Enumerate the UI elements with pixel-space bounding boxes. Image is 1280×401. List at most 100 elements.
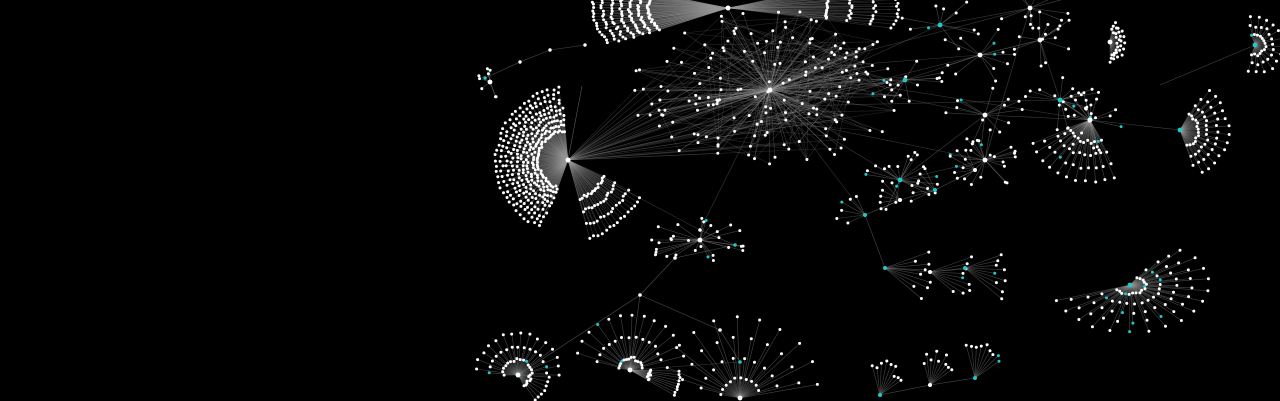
graph-node[interactable] xyxy=(619,2,623,6)
graph-node[interactable] xyxy=(927,193,931,196)
graph-node[interactable] xyxy=(677,149,681,153)
graph-node[interactable] xyxy=(586,192,590,196)
graph-node[interactable] xyxy=(1000,297,1004,301)
graph-node[interactable] xyxy=(835,217,839,220)
graph-node[interactable] xyxy=(711,51,715,55)
highlighted-graph-node[interactable] xyxy=(704,219,708,222)
graph-node[interactable] xyxy=(927,262,931,266)
highlighted-graph-node[interactable] xyxy=(927,26,930,30)
graph-node[interactable] xyxy=(1064,107,1068,111)
graph-node[interactable] xyxy=(522,117,526,121)
graph-node[interactable] xyxy=(1271,48,1275,51)
graph-node[interactable] xyxy=(528,379,532,383)
graph-node[interactable] xyxy=(918,172,922,176)
graph-node[interactable] xyxy=(494,164,498,168)
graph-node[interactable] xyxy=(731,356,735,360)
graph-node[interactable] xyxy=(1071,142,1075,146)
graph-node[interactable] xyxy=(512,359,516,363)
graph-node[interactable] xyxy=(1262,48,1266,52)
graph-node[interactable] xyxy=(1257,15,1261,19)
graph-node[interactable] xyxy=(549,189,553,192)
graph-node[interactable] xyxy=(533,205,537,209)
graph-node[interactable] xyxy=(833,118,837,122)
graph-node[interactable] xyxy=(904,75,908,79)
graph-node[interactable] xyxy=(866,72,870,76)
graph-node[interactable] xyxy=(1157,287,1161,291)
graph-node[interactable] xyxy=(767,80,771,84)
graph-node[interactable] xyxy=(961,291,965,295)
graph-node[interactable] xyxy=(1056,171,1060,175)
graph-node[interactable] xyxy=(543,197,547,201)
graph-node[interactable] xyxy=(1066,114,1070,118)
graph-node[interactable] xyxy=(530,371,534,375)
graph-node[interactable] xyxy=(741,12,745,15)
graph-node[interactable] xyxy=(504,154,508,158)
graph-node[interactable] xyxy=(518,106,522,110)
graph-node[interactable] xyxy=(599,6,603,10)
graph-node[interactable] xyxy=(1191,142,1195,146)
graph-node[interactable] xyxy=(724,383,728,387)
graph-node[interactable] xyxy=(533,150,537,154)
graph-node[interactable] xyxy=(706,103,710,107)
graph-node[interactable] xyxy=(521,168,525,172)
graph-node[interactable] xyxy=(648,113,652,117)
graph-node[interactable] xyxy=(824,16,828,20)
graph-node[interactable] xyxy=(919,297,923,300)
graph-node[interactable] xyxy=(1158,283,1162,286)
graph-node[interactable] xyxy=(541,182,545,186)
graph-node[interactable] xyxy=(677,369,681,373)
graph-node[interactable] xyxy=(940,80,944,83)
graph-node[interactable] xyxy=(475,367,479,371)
graph-node[interactable] xyxy=(1111,31,1115,35)
graph-node[interactable] xyxy=(988,128,992,132)
graph-node[interactable] xyxy=(503,121,507,125)
graph-node[interactable] xyxy=(533,171,537,175)
graph-node[interactable] xyxy=(626,26,630,30)
graph-node[interactable] xyxy=(524,114,528,118)
graph-node[interactable] xyxy=(1110,309,1114,313)
graph-node[interactable] xyxy=(518,141,522,145)
graph-node[interactable] xyxy=(1071,131,1075,135)
graph-node[interactable] xyxy=(512,178,516,182)
graph-node[interactable] xyxy=(1145,318,1149,322)
graph-node[interactable] xyxy=(530,368,533,372)
graph-node[interactable] xyxy=(729,223,733,227)
graph-node[interactable] xyxy=(1208,89,1211,92)
graph-node[interactable] xyxy=(1206,100,1210,104)
graph-node[interactable] xyxy=(536,167,540,171)
graph-node[interactable] xyxy=(1089,103,1093,107)
graph-node[interactable] xyxy=(534,126,538,130)
graph-node[interactable] xyxy=(871,14,875,18)
graph-node[interactable] xyxy=(526,154,530,158)
graph-node[interactable] xyxy=(777,10,780,14)
graph-node[interactable] xyxy=(1156,260,1160,264)
graph-node[interactable] xyxy=(711,259,715,262)
graph-node[interactable] xyxy=(855,72,859,75)
graph-node[interactable] xyxy=(501,164,505,168)
graph-node[interactable] xyxy=(505,348,509,352)
graph-node[interactable] xyxy=(518,114,522,118)
graph-node[interactable] xyxy=(830,50,834,54)
graph-node[interactable] xyxy=(1271,42,1275,46)
graph-node[interactable] xyxy=(850,6,854,9)
graph-node[interactable] xyxy=(759,120,763,123)
graph-node[interactable] xyxy=(609,15,613,19)
graph-node[interactable] xyxy=(1225,141,1229,145)
graph-node[interactable] xyxy=(493,153,497,156)
graph-node[interactable] xyxy=(543,132,547,135)
graph-node[interactable] xyxy=(1048,165,1052,169)
graph-node[interactable] xyxy=(909,199,913,203)
graph-node[interactable] xyxy=(706,96,710,99)
graph-node[interactable] xyxy=(487,344,490,348)
graph-node[interactable] xyxy=(833,153,836,156)
graph-node[interactable] xyxy=(840,113,844,117)
graph-node[interactable] xyxy=(551,126,555,130)
graph-node[interactable] xyxy=(494,354,498,358)
graph-node[interactable] xyxy=(1112,176,1116,180)
graph-node[interactable] xyxy=(1119,44,1123,48)
graph-node[interactable] xyxy=(956,99,959,103)
graph-node[interactable] xyxy=(881,179,885,183)
highlighted-graph-node[interactable] xyxy=(738,360,742,364)
graph-node[interactable] xyxy=(878,200,882,204)
graph-node[interactable] xyxy=(843,56,847,60)
